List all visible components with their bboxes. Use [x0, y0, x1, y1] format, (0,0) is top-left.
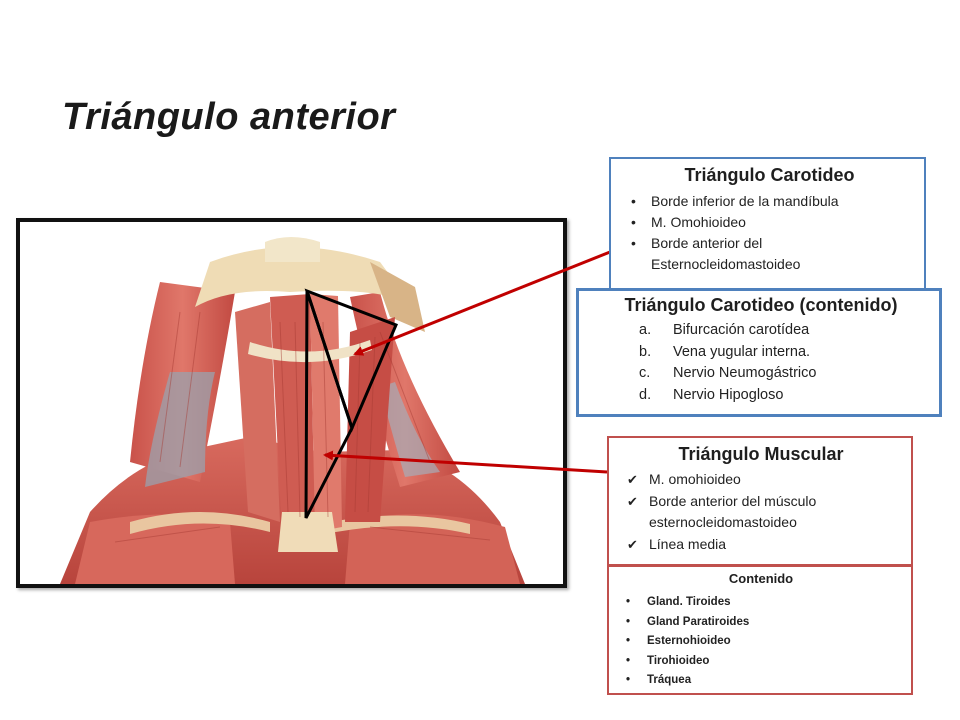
list-item: d. Nervio Hipogloso: [593, 385, 929, 407]
muscular-content-box: Contenido Gland. Tiroides Gland Paratiro…: [607, 565, 913, 695]
list-item: Tráquea: [619, 671, 903, 691]
list-item: Borde anterior del músculo esternocleido…: [619, 491, 903, 534]
list-item: Gland Paratiroides: [619, 613, 903, 633]
list-item: Borde anterior del Esternocleidomastoide…: [625, 233, 914, 275]
list-item: Línea media: [619, 534, 903, 556]
list-item: Gland. Tiroides: [619, 593, 903, 613]
list-item: Tirohioideo: [619, 652, 903, 672]
slide-title: Triángulo anterior: [62, 96, 396, 138]
muscular-content-list: Gland. Tiroides Gland Paratiroides Ester…: [619, 593, 903, 691]
list-item-text: Nervio Hipogloso: [673, 386, 784, 403]
list-item: Borde inferior de la mandíbula: [625, 191, 914, 212]
neck-anatomy-illustration: [16, 218, 567, 588]
list-item: M. Omohioideo: [625, 212, 914, 233]
neck-anatomy-drawing: [20, 222, 563, 584]
list-item-text: Nervio Neumogástrico: [673, 365, 817, 381]
list-item: M. omohioideo: [619, 469, 903, 491]
carotid-content-box: Triángulo Carotideo (contenido) a. Bifurc…: [576, 288, 942, 417]
muscular-triangle-heading: Triángulo Muscular: [678, 444, 844, 464]
list-item-text: Bifurcación carotídea: [673, 322, 810, 338]
list-item: c. Nervio Neumogástrico: [593, 363, 929, 385]
carotid-triangle-list: Borde inferior de la mandíbula M. Omohio…: [625, 191, 914, 275]
carotid-triangle-box: Triángulo Carotideo Borde inferior de la…: [609, 157, 926, 290]
muscular-content-heading: Contenido: [728, 571, 794, 586]
list-marker: b.: [639, 343, 652, 360]
list-marker: a.: [639, 322, 652, 338]
muscular-triangle-list: M. omohioideo Borde anterior del músculo…: [619, 469, 903, 555]
carotid-triangle-heading: Triángulo Carotideo: [684, 165, 855, 185]
list-marker: c.: [639, 365, 651, 381]
carotid-content-heading: Triángulo Carotideo (contenido): [624, 295, 898, 315]
list-item: a. Bifurcación carotídea: [593, 320, 929, 342]
carotid-content-list: a. Bifurcación carotídea b. Vena yugular i…: [593, 320, 929, 406]
muscular-triangle-box: Triángulo Muscular M. omohioideo Borde a…: [607, 436, 913, 566]
list-marker: d.: [639, 386, 652, 403]
list-item-text: Vena yugular interna.: [673, 343, 811, 360]
list-item: Esternohioideo: [619, 632, 903, 652]
list-item: b. Vena yugular interna.: [593, 342, 929, 364]
